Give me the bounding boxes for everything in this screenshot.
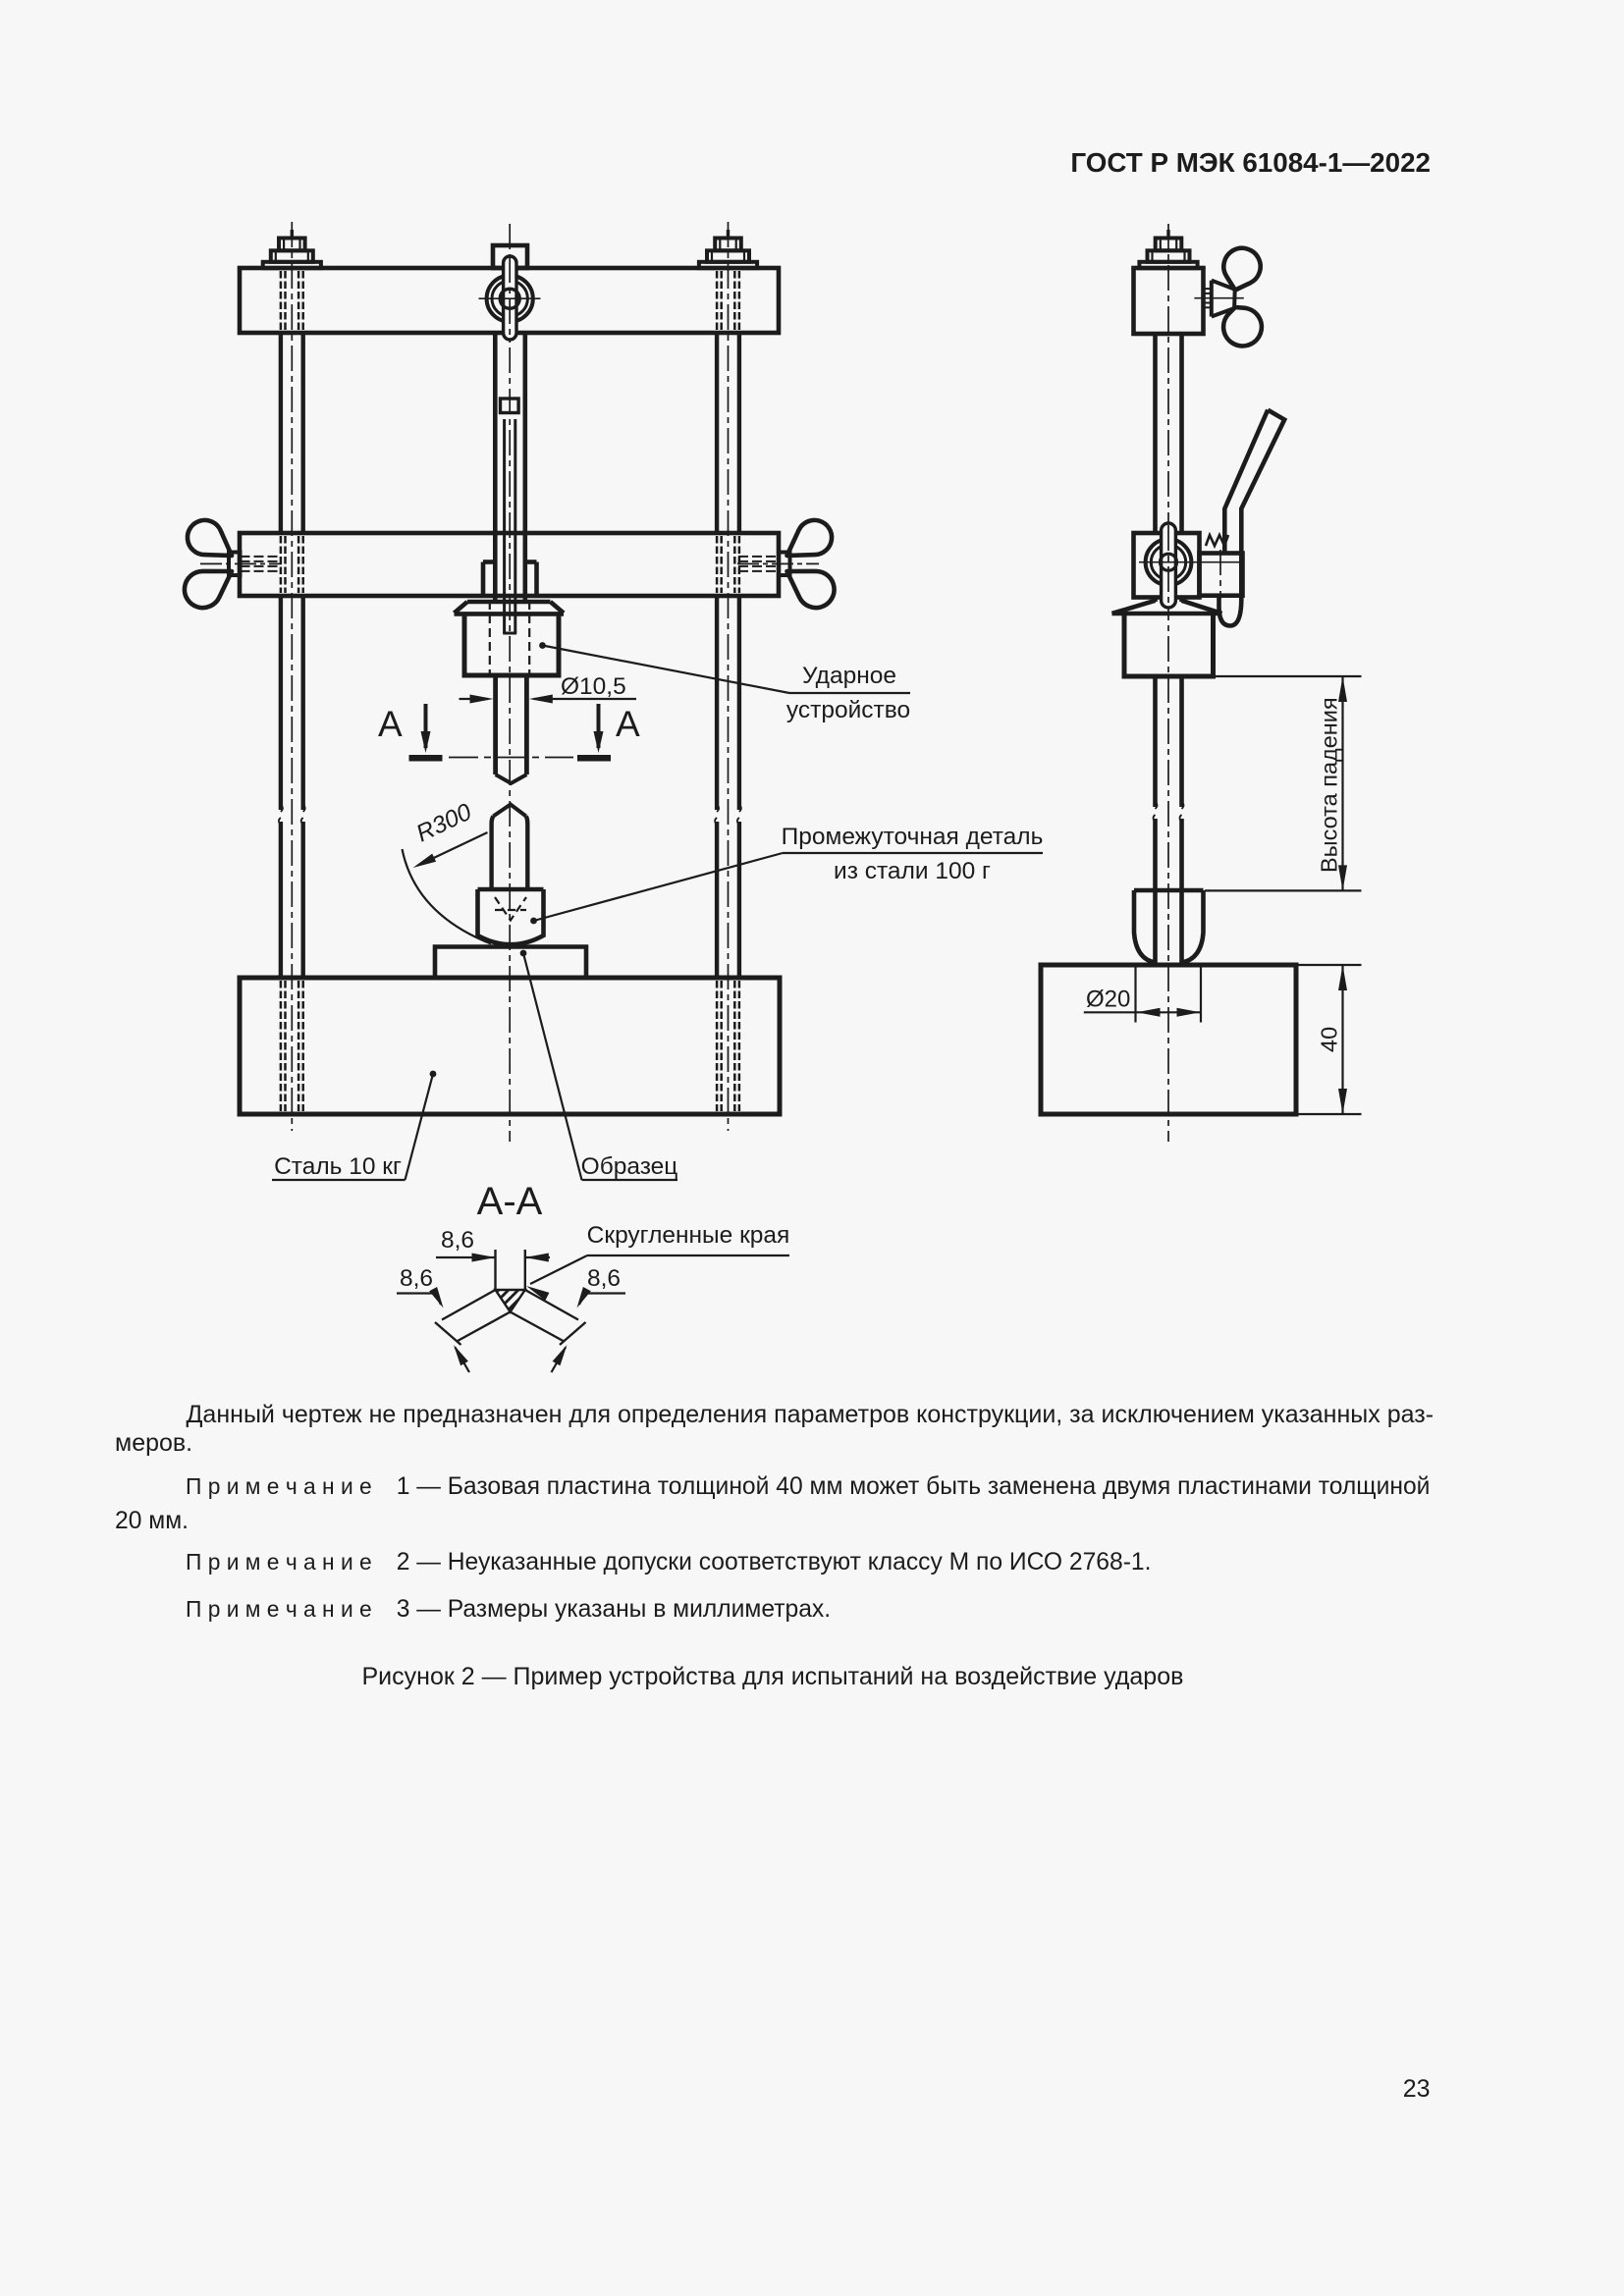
svg-text:Промежуточная деталь: Промежуточная деталь <box>782 824 1044 850</box>
svg-text:А-А: А-А <box>477 1180 543 1223</box>
svg-text:Ø10,5: Ø10,5 <box>561 673 626 700</box>
svg-text:8,6: 8,6 <box>441 1227 474 1254</box>
svg-text:8,6: 8,6 <box>587 1265 621 1292</box>
svg-text:40: 40 <box>1317 1027 1342 1052</box>
svg-text:Ударное: Ударное <box>802 663 896 689</box>
svg-text:Высота падения: Высота падения <box>1317 697 1342 873</box>
svg-text:А: А <box>616 704 640 744</box>
svg-text:А: А <box>378 704 403 744</box>
svg-text:Образец: Образец <box>581 1153 678 1180</box>
svg-text:из стали 100 г: из стали 100 г <box>834 858 991 884</box>
svg-text:устройство: устройство <box>786 697 910 723</box>
svg-text:R300: R300 <box>412 799 476 848</box>
svg-text:Сталь 10 кг: Сталь 10 кг <box>274 1153 402 1180</box>
svg-text:8,6: 8,6 <box>400 1265 433 1292</box>
svg-text:Скругленные края: Скругленные края <box>587 1222 790 1249</box>
svg-text:Ø20: Ø20 <box>1086 987 1130 1013</box>
